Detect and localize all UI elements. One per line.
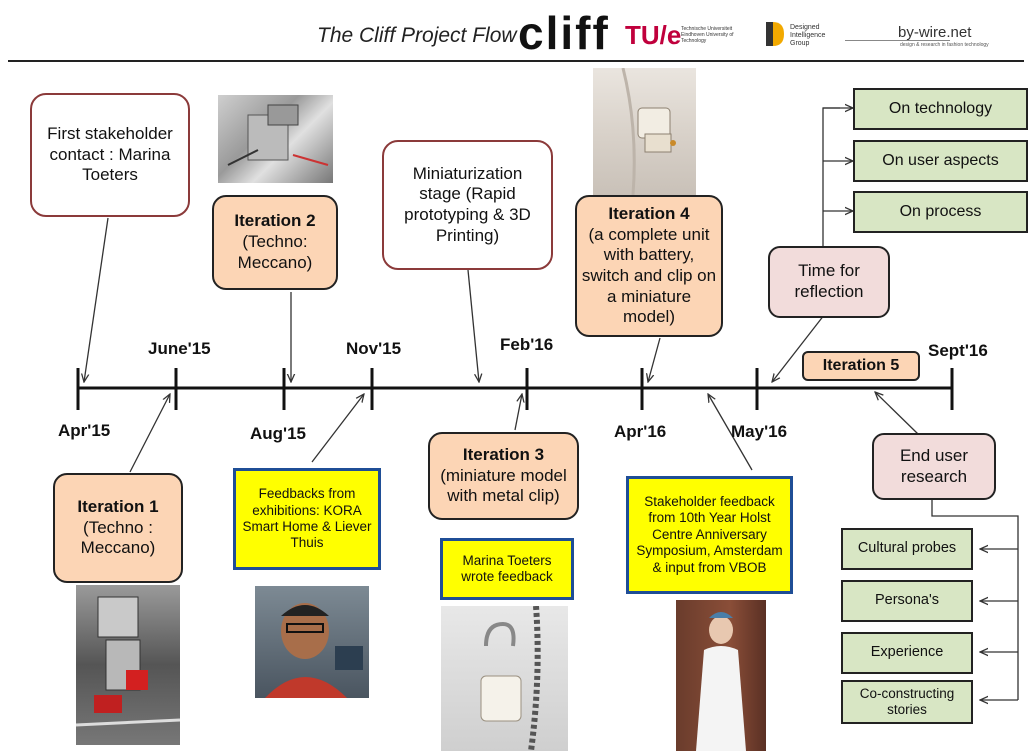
tue-logo: TU/e	[625, 20, 682, 50]
header-divider	[8, 60, 1024, 62]
iteration-3-title: Iteration 3	[462, 444, 545, 464]
cliff-logo: cliff	[518, 7, 610, 59]
iteration-4-text: (a complete unit with battery, switch an…	[581, 224, 717, 327]
iteration-4-title: Iteration 4	[608, 203, 690, 223]
reflection-item: On user aspects	[853, 140, 1028, 182]
iteration-1-title: Iteration 1	[77, 496, 159, 516]
date-label: Nov'15	[346, 339, 402, 358]
clip-unit-photo	[593, 68, 696, 195]
research-item: Co-constructing stories	[841, 680, 973, 724]
date-label: Feb'16	[500, 335, 554, 354]
reflection-item: On process	[853, 191, 1028, 233]
header-rule	[845, 40, 950, 41]
iteration-3-text: (miniature model with metal clip)	[440, 465, 567, 506]
iteration-4-box: Iteration 4 (a complete unit with batter…	[575, 195, 723, 337]
arrow-first-contact	[84, 217, 109, 382]
stakeholder-feedback-box: Stakeholder feedback from 10th Year Hols…	[626, 476, 793, 594]
iteration-1-box: Iteration 1 (Techno : Meccano)	[53, 473, 183, 583]
date-label: Sept'16	[928, 341, 988, 360]
arrow-reflection	[772, 309, 829, 382]
iteration-2-title: Iteration 2	[234, 211, 316, 231]
page-title: The Cliff Project Flow	[317, 24, 517, 47]
research-item: Cultural probes	[841, 528, 973, 570]
dig-logo-text: Designed Intelligence Group	[790, 24, 826, 47]
arrow-iter1	[129, 394, 170, 473]
miniaturization-box: Miniaturization stage (Rapid prototyping…	[382, 140, 553, 270]
marina-feedback-box: Marina Toeters wrote feedback	[440, 538, 574, 600]
date-label: Apr'16	[614, 422, 667, 441]
research-item: Persona's	[841, 580, 973, 622]
end-user-research-box: End user research	[872, 433, 996, 500]
model-photo	[676, 600, 766, 751]
person-photo	[255, 586, 369, 698]
dig-logo-icon	[766, 22, 784, 46]
arrow-iter3	[514, 394, 522, 431]
arrow-miniaturization	[467, 269, 479, 382]
date-label: Apr'15	[58, 421, 111, 440]
arrow-exhibitions	[311, 394, 364, 463]
arrow-end-user	[875, 392, 919, 435]
arrow-stakeholder	[708, 394, 753, 471]
reflection-box: Time for reflection	[768, 246, 890, 318]
iteration-3-box: Iteration 3 (miniature model with metal …	[428, 432, 579, 520]
iteration-1-text: (Techno : Meccano)	[80, 517, 156, 558]
arrow-iter4	[648, 337, 661, 382]
exhibitions-feedback-box: Feedbacks from exhibitions: KORA Smart H…	[233, 468, 381, 570]
iteration-5-box: Iteration 5	[802, 351, 920, 381]
date-label: June'15	[148, 339, 211, 358]
iteration-2-box: Iteration 2 (Techno: Meccano)	[212, 195, 338, 290]
reflection-bracket	[822, 107, 840, 248]
timeline-ticks	[76, 368, 954, 410]
bywire-subtitle: design & research in fashion technology	[900, 42, 989, 48]
reflection-item: On technology	[853, 88, 1028, 130]
metal-clip-photo	[441, 606, 568, 751]
bywire-logo: by-wire.net	[898, 24, 972, 41]
first-contact-box: First stakeholder contact : Marina Toete…	[30, 93, 190, 217]
research-item: Experience	[841, 632, 973, 674]
meccano-photo-2	[218, 95, 333, 183]
tue-logo-text: Technische Universiteit Eindhoven Univer…	[681, 26, 734, 44]
date-label: May'16	[731, 422, 788, 441]
iteration-2-text: (Techno: Meccano)	[237, 232, 313, 272]
research-bracket	[931, 500, 1019, 700]
date-label: Aug'15	[250, 424, 306, 443]
meccano-photo-1	[76, 585, 180, 745]
